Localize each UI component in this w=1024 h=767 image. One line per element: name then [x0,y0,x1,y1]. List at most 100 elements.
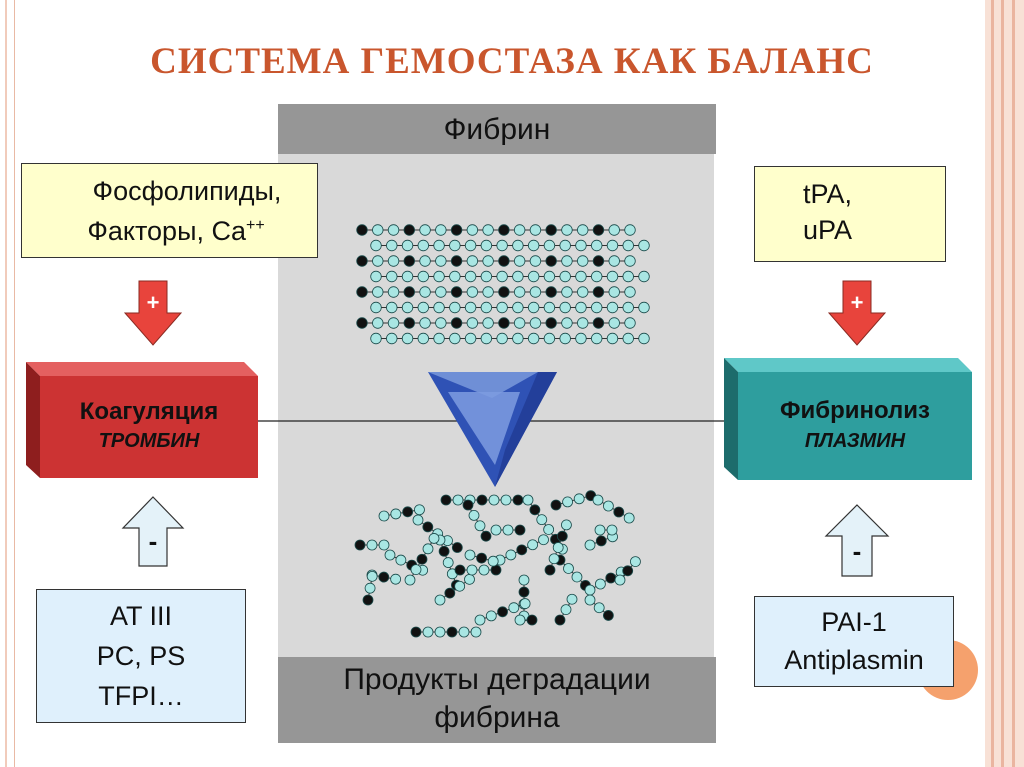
right-minus-sign: - [852,536,862,566]
fragment-monomer [458,626,470,638]
right-activation-arrow [827,280,887,346]
fibrin-monomer [464,301,477,314]
right-frame-border [985,0,1024,767]
fibrin-monomer [592,224,605,236]
fibrin-monomer [606,301,619,314]
fragment-monomer [505,549,517,561]
fragment-monomer [362,594,374,606]
left-frame-border [0,0,15,767]
fragment-monomer [594,524,606,536]
fibrin-monomer [433,270,445,283]
fibrin-monomer [417,301,429,314]
fibrin-monomer [419,224,431,236]
inhibitor-item: AT III [109,601,172,631]
fragment-monomer [556,530,568,542]
tpa-label: tPA, [802,179,853,209]
fragment-monomer [538,534,549,546]
fibrin-monomer [482,224,494,236]
fragment-monomer [474,614,486,626]
fibrin-monomer [482,255,494,267]
fibrin-monomer [543,270,556,283]
fragment-monomer [478,564,490,576]
activators-line-2: Факторы, Ca++ [87,216,265,246]
fibrin-monomer [529,224,542,236]
fibrin-monomer [496,239,508,252]
fragment-monomer [474,520,486,532]
fibrin-monomer [545,286,557,298]
fragment-monomer [440,494,452,506]
fragment-monomer [584,594,596,606]
degradation-line-2: фибрина [434,701,560,734]
fibrin-monomer [577,255,589,267]
fibrin-monomer [512,301,524,314]
fragment-monomer [422,626,434,638]
fibrin-monomer [498,286,510,298]
fragment-monomer [561,519,572,531]
coagulation-inhibitors-box: AT III PC, PS TFPI… [36,589,246,723]
fragment-monomer [480,530,492,542]
fibrin-monomer [622,301,634,314]
fragment-strand [383,509,420,517]
left-inhibition-arrow [121,496,185,567]
fibrin-monomer [527,270,540,283]
fibrin-monomer [401,301,414,314]
fragment-monomer [434,594,446,606]
fragment-monomer [454,580,466,592]
fibrin-monomer [622,332,634,345]
fragment-monomer [566,593,578,605]
fibrin-monomer [513,317,526,329]
fibrin-monomer [559,239,571,252]
fibrin-monomer [624,224,636,236]
inhibitor-item: TFPI… [98,681,184,711]
fibrin-monomer [356,317,368,329]
fragment-monomer [552,542,564,553]
fibrin-monomer [403,224,415,236]
fragment-strand [559,559,586,586]
fibrin-monomer [529,286,542,298]
fibrin-monomer [480,301,493,314]
fragment-monomer [562,496,573,508]
left-activation-arrow [123,280,183,346]
fibrin-monomer [543,239,556,252]
fragment-monomer [378,539,390,551]
fragment-monomer [412,514,424,526]
fibrin-monomer [624,286,636,298]
fibrin-monomer [466,255,479,267]
coagulation-box-front [40,376,258,478]
fibrin-monomer [527,332,540,345]
fibrinolysis-title: Фибринолиз [780,397,930,424]
fragment-monomer [384,549,396,561]
fragment-monomer [414,504,425,516]
fibrin-monomer [591,301,603,314]
fibrin-monomer [575,332,587,345]
fibrin-monomer [561,317,573,329]
fibrin-monomer [417,239,429,252]
fragment-monomer [602,500,614,512]
inhibitor-item: Antiplasmin [784,645,924,675]
fragment-strand [439,578,470,601]
fibrin-monomer [356,286,368,298]
fragment-monomer [395,554,407,566]
fibrin-monomer [419,255,431,267]
fibrin-monomer [449,270,461,283]
fragment-monomer [476,494,488,506]
fibrin-monomer [545,255,557,267]
thrombin-label: ТРОМБИН [98,430,200,452]
fragment-strand [589,571,622,591]
fibrin-monomer [370,270,382,283]
left-plus-sign: + [146,290,160,315]
fragment-monomer [571,571,583,583]
fragment-monomer [602,610,614,621]
fragment-monomer [497,606,508,618]
fragment-strand [597,499,630,519]
fragment-monomer [476,552,487,564]
coagulation-title: Коагуляция [79,398,219,425]
fibrin-monomer [496,301,508,314]
fragment-monomer [573,493,585,505]
fragment-monomer [516,544,528,556]
fibrin-monomer [464,239,477,252]
fragment-monomer [402,506,414,518]
fragment-monomer [364,582,376,594]
